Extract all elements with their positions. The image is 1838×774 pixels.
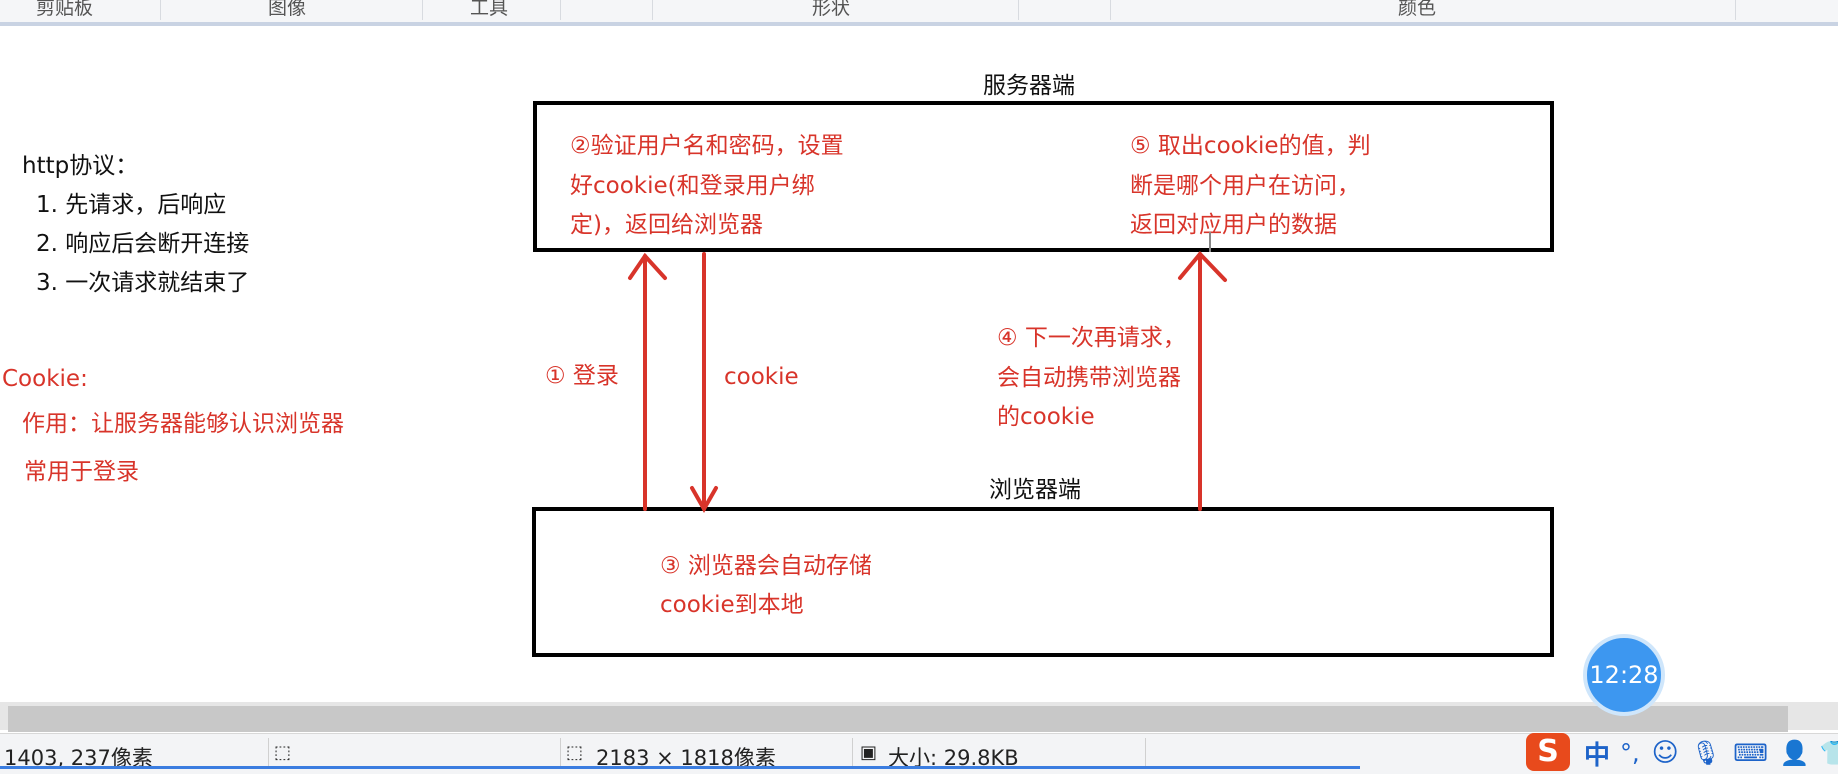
- ime-punctuation-icon[interactable]: °,: [1620, 739, 1640, 767]
- arrow-next-request-head: [1178, 251, 1227, 282]
- arrows-layer: [628, 232, 1227, 514]
- step4-line-3: 的cookie: [997, 404, 1095, 430]
- ribbon-group-tools[interactable]: 工具: [470, 0, 509, 19]
- step5-line-3: 返回对应用户的数据: [1130, 212, 1337, 238]
- step1-label: ① 登录: [545, 363, 619, 389]
- server-box: [533, 101, 1554, 252]
- ribbon-group-shapes[interactable]: 形状: [812, 0, 851, 19]
- ribbon-bar: 剪贴板 图像 工具 形状 颜色: [0, 0, 1838, 26]
- step2-line-1: ②验证用户名和密码，设置: [570, 133, 844, 159]
- ribbon-group-clipboard[interactable]: 剪贴板: [36, 0, 94, 19]
- canvas-size-icon: ⬚: [566, 742, 584, 763]
- save-disk-icon: ▣: [860, 742, 878, 763]
- ime-mode-chinese[interactable]: 中: [1584, 740, 1611, 771]
- browser-label: 浏览器端: [989, 477, 1081, 503]
- http-title: http协议：: [22, 153, 139, 179]
- cookie-use: 作用：让服务器能够认识浏览器: [22, 411, 344, 437]
- keyboard-icon[interactable]: ⌨: [1733, 739, 1768, 767]
- step4-line-1: ④ 下一次再请求，: [997, 325, 1186, 351]
- cookie-title: Cookie:: [2, 366, 88, 392]
- sogou-ime-icon[interactable]: S: [1526, 733, 1570, 771]
- browser-box: [532, 507, 1554, 657]
- step3-line-2: cookie到本地: [660, 592, 804, 618]
- http-item-3: 3. 一次请求就结束了: [36, 270, 250, 296]
- paint-canvas[interactable]: 服务器端 http协议： 1. 先请求，后响应 2. 响应后会断开连接 3. 一…: [0, 26, 1838, 702]
- cookie-arrow-label: cookie: [724, 364, 799, 390]
- http-item-2: 2. 响应后会断开连接: [36, 231, 250, 257]
- step2-line-2: 好cookie(和登录用户绑: [570, 173, 815, 199]
- ribbon-group-colors[interactable]: 颜色: [1398, 0, 1437, 19]
- arrow-cookie-head: [690, 486, 718, 514]
- step3-line-1: ③ 浏览器会自动存储: [660, 553, 872, 579]
- step5-line-2: 断是哪个用户在访问，: [1130, 173, 1360, 199]
- ribbon-group-image[interactable]: 图像: [268, 0, 307, 19]
- recording-clock[interactable]: 12:28: [1583, 634, 1665, 716]
- microphone-icon[interactable]: 🎙: [1690, 739, 1722, 767]
- emoji-icon[interactable]: ☺: [1651, 738, 1679, 768]
- step5-line-1: ⑤ 取出cookie的值，判: [1130, 133, 1371, 159]
- horizontal-scrollbar[interactable]: [0, 702, 1838, 732]
- http-item-1: 1. 先请求，后响应: [36, 192, 227, 218]
- step4-line-2: 会自动携带浏览器: [997, 365, 1181, 391]
- selection-icon: ⬚: [274, 742, 292, 763]
- user-icon[interactable]: 👤: [1779, 739, 1810, 767]
- horizontal-scroll-thumb[interactable]: [8, 706, 1788, 732]
- skin-shirt-icon[interactable]: 👕: [1819, 739, 1838, 767]
- step2-line-3: 定)，返回给浏览器: [570, 212, 763, 238]
- server-label: 服务器端: [983, 73, 1075, 99]
- cookie-common: 常用于登录: [24, 459, 139, 485]
- progress-line: [0, 766, 1360, 769]
- arrow-login-head: [628, 252, 667, 280]
- ime-toolbar: 中 °, ☺ 🎙 ⌨ 👤 👕: [1584, 735, 1838, 771]
